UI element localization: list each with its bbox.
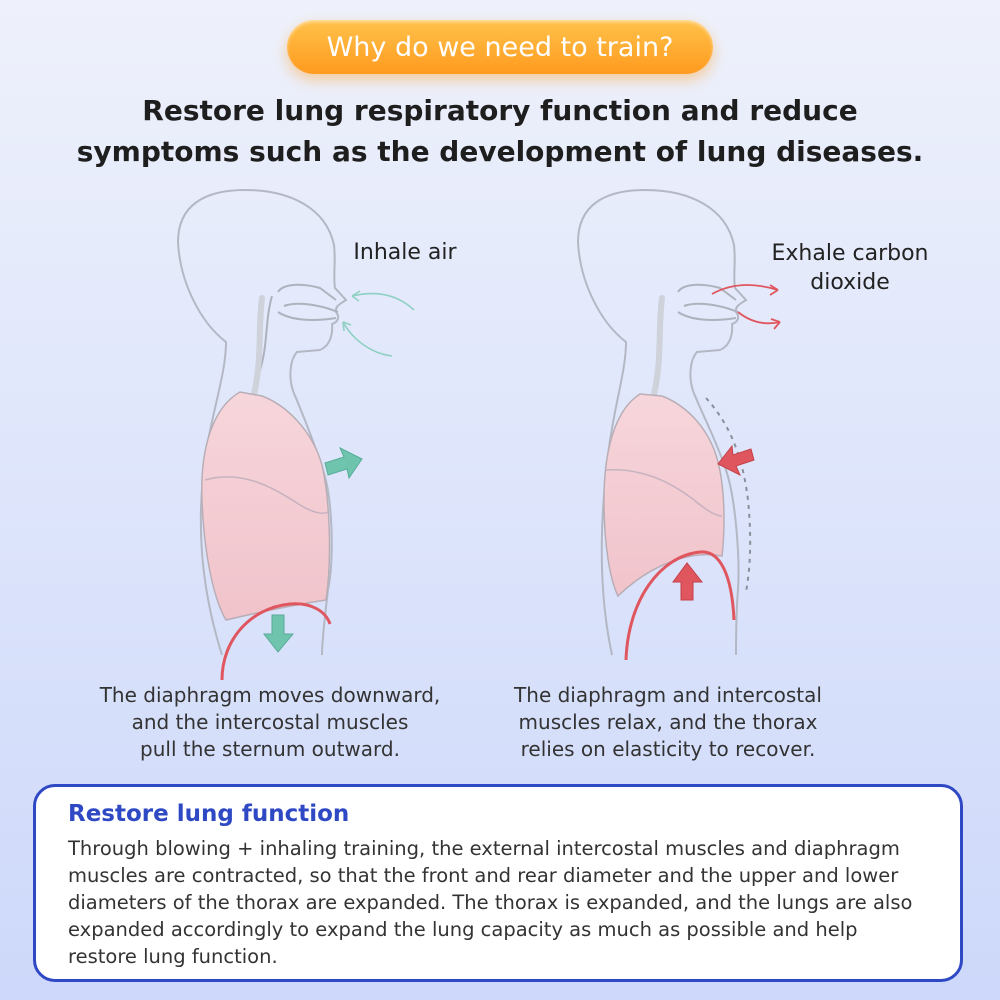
inhale-air-label: Inhale air xyxy=(353,240,457,265)
left-inhale-arrowhead-2 xyxy=(342,321,352,332)
right-exhale-arrow-2 xyxy=(737,311,781,325)
right-exhale-arrow-1 xyxy=(711,284,779,295)
info-box: Restore lung function Through blowing + … xyxy=(33,784,963,982)
right-lung xyxy=(603,393,725,598)
right-trachea xyxy=(651,295,665,397)
left-inhale-arrow-2 xyxy=(342,321,393,357)
headline-line-2: symptoms such as the development of lung… xyxy=(76,135,924,168)
left-caption-line-3: pull the sternum outward. xyxy=(140,737,400,761)
left-chest-arrow xyxy=(324,446,363,480)
exhale-label-line-2: dioxide xyxy=(810,270,890,295)
left-inhale-arrow-1 xyxy=(351,292,415,311)
left-caption-line-1: The diaphragm moves downward, xyxy=(99,683,441,707)
left-figure-caption: The diaphragm moves downward, and the in… xyxy=(60,682,480,763)
right-figure-caption: The diaphragm and intercostal muscles re… xyxy=(468,682,868,763)
right-exhale-arrowhead-1 xyxy=(769,284,779,296)
right-exhale-arrowhead-2 xyxy=(770,318,781,330)
banner-pill: Why do we need to train? xyxy=(287,20,713,74)
right-lung-lobe-line xyxy=(605,469,723,517)
right-caption-line-3: relies on elasticity to recover. xyxy=(520,737,816,761)
left-lung-lobe-line xyxy=(204,476,329,514)
right-chest-arrow xyxy=(717,444,755,477)
right-figure-label: Exhale carbon dioxide xyxy=(760,239,940,297)
left-body-figure xyxy=(176,188,415,681)
headline-line-1: Restore lung respiratory function and re… xyxy=(142,94,858,127)
info-box-text: Through blowing + inhaling training, the… xyxy=(68,837,913,968)
exhale-label-line-1: Exhale carbon xyxy=(771,241,929,266)
right-caption-line-2: muscles relax, and the thorax xyxy=(518,710,818,734)
headline: Restore lung respiratory function and re… xyxy=(40,90,960,172)
left-diaphragm xyxy=(220,602,332,681)
left-figure-label: Inhale air xyxy=(340,238,470,267)
right-diaphragm-arrow xyxy=(672,562,704,601)
left-diaphragm-arrow xyxy=(262,614,295,653)
right-airway xyxy=(677,283,739,321)
right-caption-line-1: The diaphragm and intercostal xyxy=(514,683,822,707)
info-box-title: Restore lung function xyxy=(68,801,350,827)
left-airway xyxy=(251,283,339,396)
left-inhale-arrowhead-1 xyxy=(351,290,361,302)
right-diaphragm xyxy=(624,550,736,661)
banner-title: Why do we need to train? xyxy=(326,31,674,63)
right-body-figure xyxy=(576,188,781,661)
left-caption-line-2: and the intercostal muscles xyxy=(131,710,409,734)
left-lung xyxy=(201,391,331,621)
right-rib-dashed-line xyxy=(705,397,752,593)
left-trachea xyxy=(251,295,265,397)
breathing-illustration xyxy=(176,188,781,681)
